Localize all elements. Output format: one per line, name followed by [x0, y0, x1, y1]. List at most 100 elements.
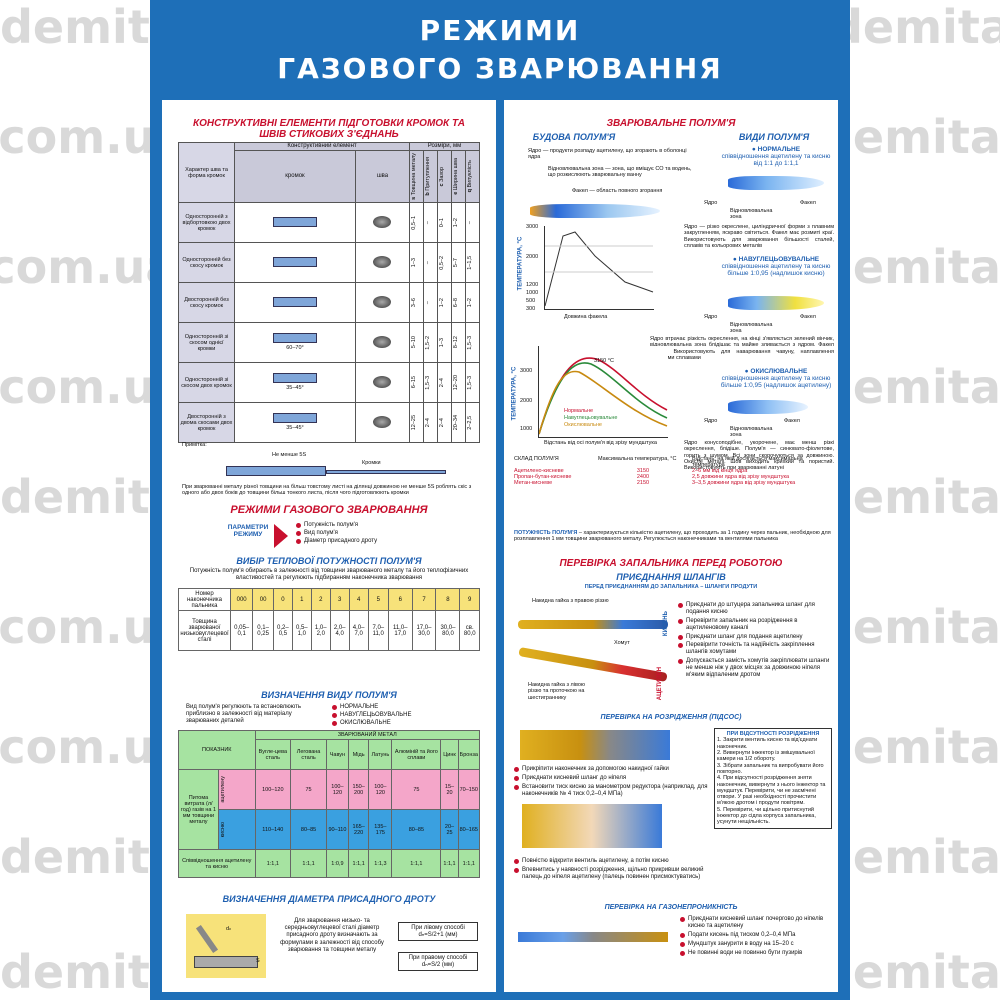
temp-axis: ТЕМПЕРАТУРА, °С — [517, 236, 524, 291]
torch-text: Факел — область повного згорання — [572, 188, 663, 194]
table-row: Односторонній зі скосом двох кромок 35–4… — [178, 362, 480, 403]
oxid-text: Ядро конусоподібне, укорочене, має менш … — [684, 440, 834, 472]
watermark: demita.com.ua — [820, 720, 1000, 774]
flame-kind-desc: Вид полум'я регулюють та встановлюють пр… — [186, 704, 302, 725]
metal-table: ПОКАЗНИК ЗВАРЮВАНИЙ МЕТАЛ Вугле-цева ста… — [178, 730, 481, 878]
watermark: demita.com.ua — [820, 830, 1000, 884]
param-label: ПАРАМЕТРИ РЕЖИМУ — [227, 524, 269, 538]
left-panel: КОНСТРУКТИВНІ ЕЛЕМЕНТИ ПІДГОТОВКИ КРОМОК… — [162, 100, 496, 992]
modes-title: РЕЖИМИ ГАЗОВОГО ЗВАРЮВАННЯ — [230, 504, 428, 516]
temp-length-chart — [544, 226, 654, 310]
temp-chart-xlabel: Відстань від осі полум'я від зрізу мундш… — [544, 440, 657, 446]
poster-title-line1: РЕЖИМИ — [419, 14, 581, 47]
clamp-label: Хомут — [614, 640, 630, 646]
power-note: ПОТУЖНІСТЬ ПОЛУМ'Я – характеризується кі… — [514, 530, 831, 543]
edge-table-title: КОНСТРУКТИВНІ ЕЛЕМЕНТИ ПІДГОТОВКИ КРОМОК… — [193, 118, 465, 140]
hose-steps: Приєднати до штуцера запальника шланг дл… — [678, 602, 834, 681]
table-row: Двосторонній без скосу кромок 3–6 – 1–2 … — [178, 282, 480, 323]
arrow-icon — [274, 524, 288, 548]
oxid-flame — [728, 400, 808, 414]
acetylene-label: АЦЕТИЛЕН — [657, 666, 664, 701]
watermark: demita.com.ua — [820, 470, 1000, 524]
carb-block: ● НАВУГЛЕЦЬОВУВАЛЬНЕ співвідношення ацет… — [721, 256, 831, 277]
leak-illustration — [518, 932, 668, 942]
sub-seam: шва — [354, 149, 411, 204]
table-row: Двосторонній з двома скосами двох кромок… — [178, 402, 480, 443]
right-panel: ЗВАРЮВАЛЬНЕ ПОЛУМ'Я БУДОВА ПОЛУМ'Я ВИДИ … — [504, 100, 838, 992]
table-row: Питома витрата (л/год) газів на 1 мм тов… — [178, 769, 481, 850]
note-plate-thick — [226, 466, 326, 476]
watermark: demita.com.ua — [820, 110, 1000, 164]
power-title: ВИБІР ТЕПЛОВОЇ ПОТУЖНОСТІ ПОЛУМ'Я — [236, 556, 422, 566]
poster-title-line2: ГАЗОВОГО ЗВАРЮВАННЯ — [277, 52, 723, 85]
nut-left: Накидна гайка з лівою різзю та проточкою… — [528, 682, 585, 701]
watermark: demita.com.ua — [820, 240, 1000, 294]
hoses-title: ПРИЄДНАННЯ ШЛАНГІВ — [616, 572, 726, 582]
flame-kind-list: НОРМАЛЬНЕ НАВУГЛЕЦЬОВУВАЛЬНЕ ОКИСЛЮВАЛЬН… — [332, 704, 472, 728]
wire-diagram: dₙ S — [186, 914, 266, 978]
modes-list: Потужність полум'я Вид полум'я Діаметр п… — [296, 522, 436, 546]
normal-flame — [728, 176, 824, 190]
note-text: При зварюванні металу різної товщини на … — [182, 484, 472, 497]
vac-steps: Прикріпити наконечник за допомогою накид… — [514, 766, 714, 800]
oxid-block: ● ОКИСЛЮВАЛЬНЕ співвідношення ацетилену … — [720, 368, 832, 389]
poster: РЕЖИМИ ГАЗОВОГО ЗВАРЮВАННЯ КОНСТРУКТИВНІ… — [150, 0, 850, 1000]
core-text: Ядро — продукти розпаду ацетилену, що зг… — [528, 148, 687, 161]
novac-box: ПРИ ВІДСУТНОСТІ РОЗРІДЖЕННЯ 1. Закрити в… — [714, 728, 832, 829]
kinds-title: ВИДИ ПОЛУМ'Я — [738, 132, 810, 142]
normal-text: Ядро — різко окреслене, циліндричної фор… — [684, 224, 834, 249]
vac-hand-illustration — [522, 804, 662, 848]
vac-illustration — [520, 730, 670, 760]
col-char: Характер шва та форма кромок — [178, 142, 235, 203]
note-label: Примітка: — [182, 442, 207, 448]
temp-chart — [538, 346, 668, 438]
watermark: demita.com.ua — [830, 0, 1000, 54]
sub-edges: кромок — [234, 149, 356, 204]
wire-desc: Для зварювання низько- та середньовуглец… — [280, 918, 384, 953]
oxygen-label: КИСЕНЬ — [662, 611, 669, 637]
table-row: Односторонній без скосу кромок 1–3 – 0,5… — [178, 242, 480, 283]
leak-steps: Приєднати кисневий шланг почергово до ні… — [680, 916, 834, 958]
watermark: demita.com.ua — [0, 240, 177, 294]
col-element: Конструктивний елемент — [234, 142, 410, 151]
temp-peak: 3150 °С — [594, 358, 614, 364]
flame-structure — [530, 204, 660, 218]
flame-title: ЗВАРЮВАЛЬНЕ ПОЛУМ'Я — [606, 118, 736, 129]
length-axis: Довжина факела — [564, 314, 608, 320]
reduction-text: Відновлювальна зона — зона, що вміщує СО… — [548, 166, 692, 179]
structure-title: БУДОВА ПОЛУМ'Я — [532, 132, 616, 142]
note-edge: Кромки — [362, 460, 381, 466]
watermark: demita.com.ua — [820, 945, 1000, 999]
col-sizes: Розміри, мм — [409, 142, 480, 151]
check-title: ПЕРЕВІРКА ЗАПАЛЬНИКА ПЕРЕД РОБОТОЮ — [559, 558, 783, 569]
acetylene-hose — [518, 647, 668, 682]
vac-title: ПЕРЕВІРКА НА РОЗРІДЖЕННЯ (ПІДСОС) — [600, 714, 742, 721]
watermark: demita.com.ua — [820, 360, 1000, 414]
wire-title: ВИЗНАЧЕННЯ ДІАМЕТРА ПРИСАДНОГО ДРОТУ — [222, 894, 436, 904]
leak-title: ПЕРЕВІРКА НА ГАЗОНЕПРОНИКНІСТЬ — [604, 904, 738, 911]
note-plate-thin — [326, 470, 446, 474]
table-row: Односторонній зі скосом однієї кромки 60… — [178, 322, 480, 363]
table-row: Односторонній з відбортовкою двох кромок… — [178, 202, 480, 243]
carb-text: Ядро втрачає різкість окреслення, на кін… — [650, 336, 834, 361]
edge-table: Характер шва та форма кромок Конструктив… — [178, 142, 480, 443]
table-row: Товщина зварюваної низьковуглецевої стал… — [178, 610, 480, 651]
oxygen-hose — [518, 620, 668, 629]
normal-block: ● НОРМАЛЬНЕ співвідношення ацетилену та … — [721, 146, 831, 167]
vac-steps-2: Повністю відкрити вентиль ацетилену, а п… — [514, 858, 714, 883]
hoses-sub: ПЕРЕД ПРИЄДНАННЯМ ДО ЗАПАЛЬНИКА – ШЛАНГИ… — [584, 584, 758, 590]
flame-kind-title: ВИЗНАЧЕННЯ ВИДУ ПОЛУМ'Я — [261, 690, 397, 700]
power-desc: Потужність полум'я обирають в залежності… — [189, 568, 469, 582]
note-min: Не менше 5S — [272, 452, 307, 458]
watermark: demita.com.ua — [820, 600, 1000, 654]
